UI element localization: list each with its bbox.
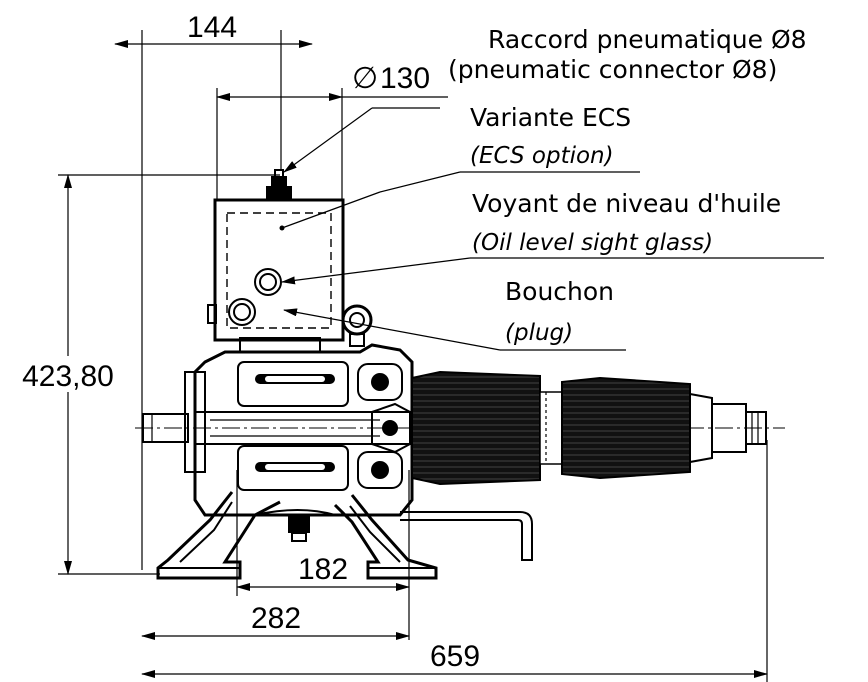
dimension-base-outer: 282: [141, 602, 410, 640]
callout-labels: Raccord pneumatique Ø8 (pneumatic connec…: [448, 25, 807, 346]
leaders: [279, 107, 824, 351]
oil-reservoir: [207, 198, 345, 353]
callout-pneumatic-fr: Raccord pneumatique Ø8: [488, 25, 807, 54]
pump-body: [184, 343, 414, 517]
dimension-base-inner: 182: [236, 470, 410, 640]
callout-oil-en: (Oil level sight glass): [472, 230, 713, 256]
plug: [228, 298, 256, 326]
dim-659-label: 659: [430, 640, 480, 673]
callout-ecs-en: (ECS option): [470, 143, 614, 169]
dimension-overall-length: 659: [141, 440, 768, 682]
hose: [400, 511, 533, 561]
bellows-cylinder: [411, 370, 767, 486]
dim-423-label: 423,80: [22, 360, 114, 393]
dim-144-label: 144: [187, 11, 237, 44]
dimension-diameter: ∅ 130: [216, 62, 448, 200]
pneumatic-connector: [266, 169, 292, 200]
left-shaft: [142, 413, 189, 443]
lifting-eye: [341, 304, 373, 347]
oil-sight-glass: [254, 268, 282, 296]
pump-assembly: [135, 169, 785, 580]
dim-282-label: 282: [251, 602, 301, 635]
callout-plug-en: (plug): [505, 320, 573, 346]
stand: [156, 491, 438, 580]
callout-ecs-fr: Variante ECS: [470, 103, 631, 132]
diameter-symbol: ∅: [352, 62, 378, 95]
dimension-top-width: 144: [114, 11, 313, 570]
dimension-height: 423,80: [10, 174, 280, 575]
dim-182-label: 182: [298, 553, 348, 586]
callout-oil-fr: Voyant de niveau d'huile: [472, 189, 781, 218]
callout-pneumatic-en: (pneumatic connector Ø8): [448, 55, 777, 84]
dim-130-label: 130: [380, 62, 430, 95]
callout-plug-fr: Bouchon: [505, 277, 614, 306]
